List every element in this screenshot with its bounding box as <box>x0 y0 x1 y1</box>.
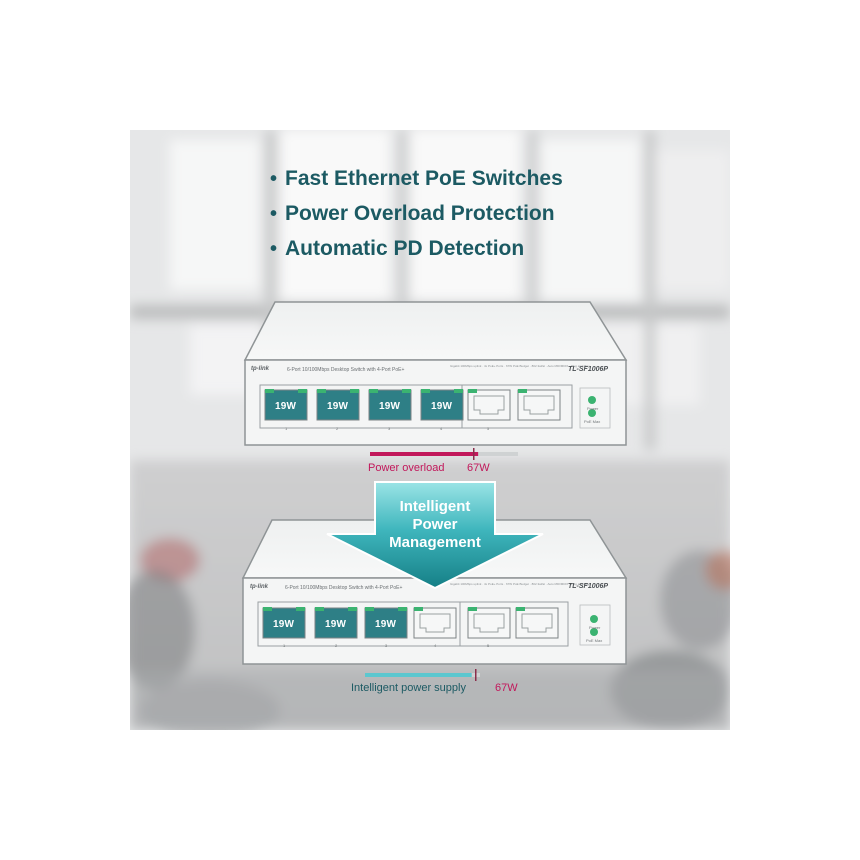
bottom-model: TL-SF1006P <box>568 583 609 590</box>
arrow-line-3: Management <box>389 534 481 551</box>
bottom-port-number: 1 <box>283 643 286 648</box>
bottom-led-power-label: Power <box>589 625 601 630</box>
top-port-number: 5 <box>487 426 490 431</box>
bottom-port-2-watts: 19W <box>325 619 347 630</box>
top-led-poe-max-label: PoE Max <box>584 419 601 424</box>
top-port-2-watts: 19W <box>327 401 349 412</box>
arrow-line-2: Power <box>412 516 458 533</box>
bottom-budget-value: 67W <box>495 682 518 694</box>
feature-text: Power Overload Protection <box>285 202 555 225</box>
feature-pd-detection: • Automatic PD Detection <box>270 237 524 261</box>
bottom-led-poe-max-label: PoE Max <box>586 638 603 643</box>
top-ports <box>264 389 561 421</box>
bottom-port-number: 3 <box>385 643 388 648</box>
intelligent-power-arrow <box>326 481 544 590</box>
top-port-number: 2 <box>336 426 339 431</box>
feature-text: Fast Ethernet PoE Switches <box>285 167 563 190</box>
bottom-ports <box>262 607 559 639</box>
bullet: • <box>270 238 278 260</box>
top-budget-value: 67W <box>467 462 490 474</box>
top-port-3-watts: 19W <box>379 401 401 412</box>
bottom-port-1-watts: 19W <box>273 619 295 630</box>
overload-bar-fill <box>370 452 479 456</box>
feature-power-overload: • Power Overload Protection <box>270 202 555 226</box>
bottom-port-number: 5 <box>487 643 490 648</box>
top-port-number: 1 <box>285 426 288 431</box>
power-overload-label: Power overload <box>368 462 445 474</box>
top-brand-logo: tp-link <box>251 366 269 372</box>
supply-bar-fill <box>365 673 472 677</box>
bullet: • <box>270 203 278 225</box>
bullet: • <box>270 168 278 190</box>
arrow-label: Intelligent Power Management <box>360 498 510 552</box>
bottom-brand-logo: tp-link <box>250 584 268 590</box>
top-port-number: 4 <box>440 426 443 431</box>
top-switch <box>243 301 628 460</box>
arrow-line-1: Intelligent <box>399 498 471 515</box>
top-specs: Gigabit 100Mbps uplink · 4x PoE+ Ports ·… <box>450 364 590 368</box>
top-port-4-watts: 19W <box>431 401 453 412</box>
bottom-specs: Gigabit 100Mbps uplink · 4x PoE+ Ports ·… <box>450 582 590 586</box>
top-port-number: 3 <box>388 426 391 431</box>
switch-illustrations <box>241 301 628 681</box>
product-image-panel: • Fast Ethernet PoE Switches • Power Overl… <box>130 130 730 730</box>
top-port-1-watts: 19W <box>275 401 297 412</box>
bottom-port-number: 2 <box>335 643 338 648</box>
feature-text: Automatic PD Detection <box>285 237 525 260</box>
bottom-description: 6-Port 10/100Mbps Desktop Switch with 4-… <box>285 585 403 591</box>
top-led-power-label: Power <box>587 406 599 411</box>
blurred-office-background <box>130 130 730 730</box>
bottom-port-number: 4 <box>434 643 437 648</box>
top-description: 6-Port 10/100Mbps Desktop Switch with 4-… <box>287 367 405 373</box>
top-model: TL-SF1006P <box>568 366 609 373</box>
intelligent-supply-label: Intelligent power supply <box>351 682 466 694</box>
bottom-port-3-watts: 19W <box>375 619 397 630</box>
feature-fast-ethernet: • Fast Ethernet PoE Switches <box>270 167 563 191</box>
